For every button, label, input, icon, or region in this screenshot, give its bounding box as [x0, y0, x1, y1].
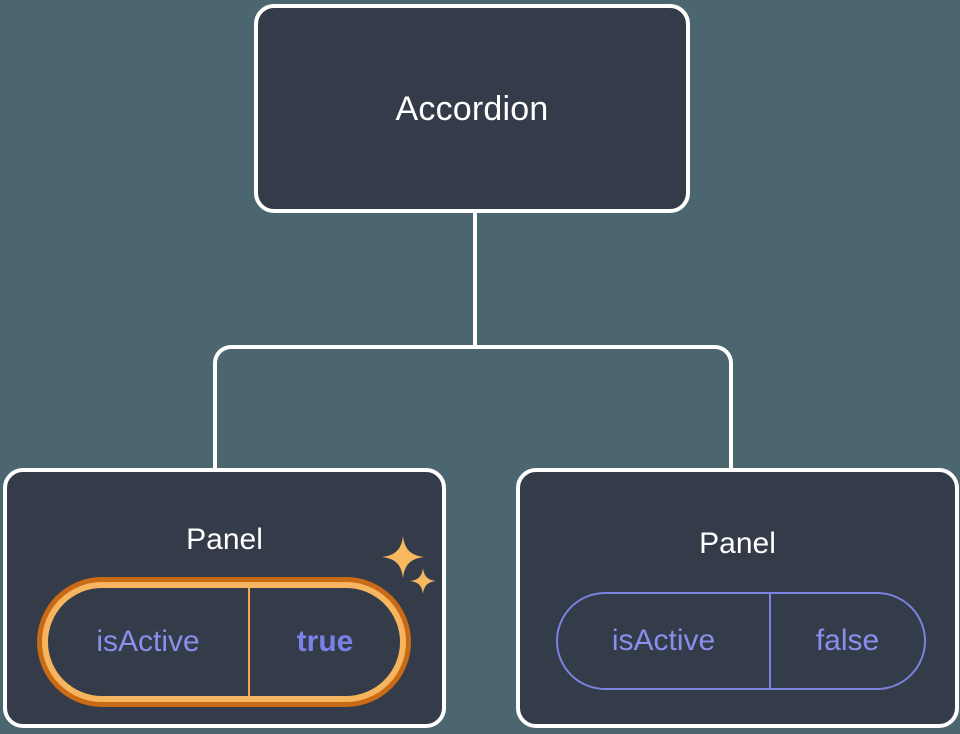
prop-pill-body: isActive true [48, 588, 400, 696]
node-label-panel-active: Panel [186, 523, 263, 556]
prop-pill-highlight-ring: isActive true [42, 582, 406, 702]
connector-trunk [473, 209, 477, 349]
prop-pill-isactive-false-wrap: isActive false [556, 592, 926, 690]
tree-node-accordion[interactable]: Accordion [254, 4, 690, 213]
prop-pill-isactive-true[interactable]: isActive true [37, 577, 411, 707]
prop-value-isactive-false: false [769, 594, 924, 688]
prop-key-isactive-false: isActive [611, 624, 716, 657]
prop-pill-isactive-false[interactable]: isActive false [556, 592, 926, 690]
connector-branch-bar [213, 345, 733, 473]
prop-key-isactive-true: isActive [96, 625, 200, 658]
prop-pill-isactive-true-wrap: isActive true [37, 577, 411, 707]
prop-value-isactive-true: true [248, 588, 400, 696]
node-label-accordion: Accordion [395, 89, 549, 128]
node-label-panel-inactive: Panel [699, 527, 776, 560]
